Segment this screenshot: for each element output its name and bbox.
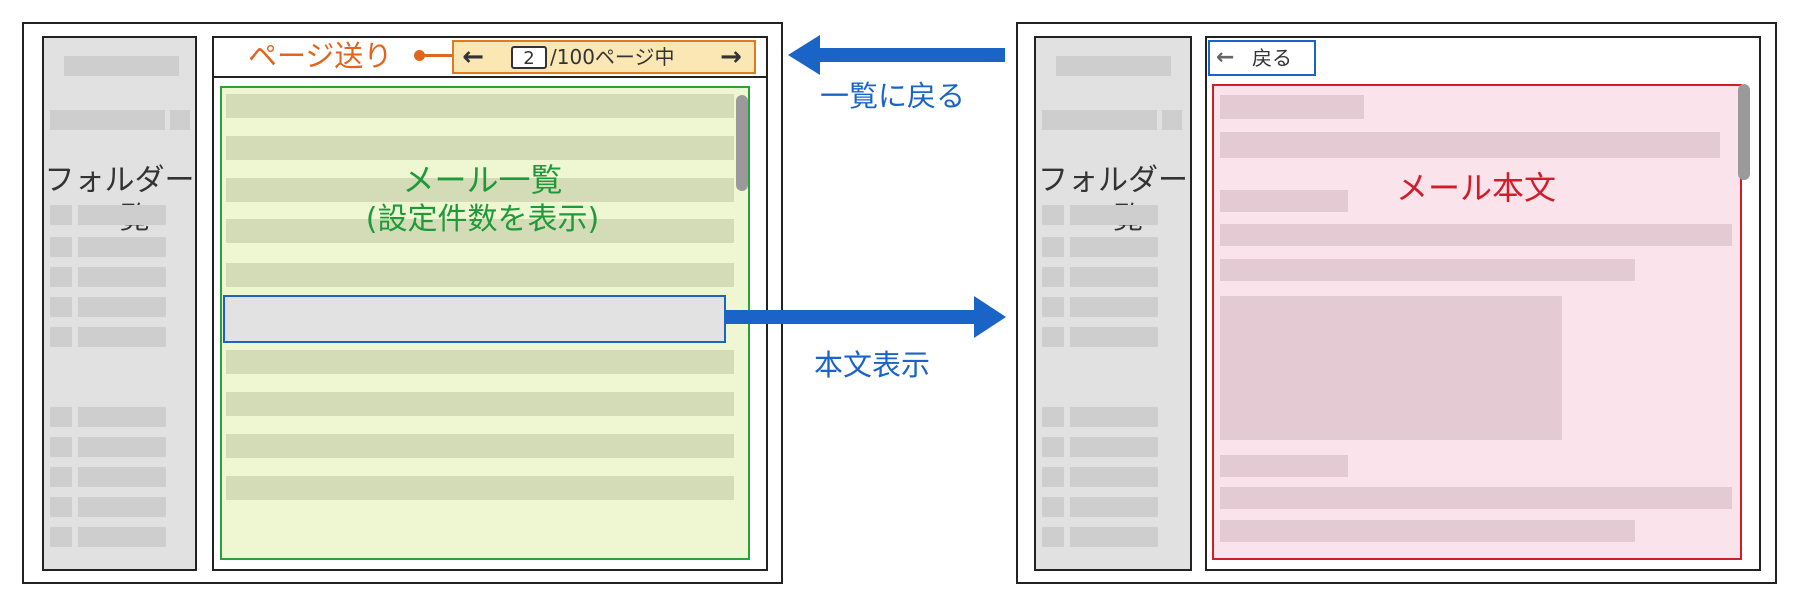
show-body-label: 本文表示 [814,348,931,382]
folder-icon [1042,267,1064,287]
folder-bar [78,327,166,347]
sidebar-bar [50,110,165,130]
folder-bar [1070,297,1158,317]
message-body-label: メール本文 [1396,169,1557,207]
folder-bar [1070,467,1158,487]
pager-page-input[interactable]: 2 [511,46,547,69]
folder-bar [78,205,166,225]
folder-bar [78,267,166,287]
mail-list-row[interactable] [226,178,734,202]
mail-list-row-selected[interactable] [223,295,726,343]
header-divider [212,76,768,78]
folder-bar [1070,527,1158,547]
folder-bar [78,497,166,517]
folder-bar [1070,237,1158,257]
back-arrow-icon: ← [1216,45,1235,70]
folder-icon [1042,205,1064,225]
mail-list-row[interactable] [226,392,734,416]
folder-icon [50,205,72,225]
folder-bar [1070,327,1158,347]
mail-list-row[interactable] [226,434,734,458]
folder-bar [78,467,166,487]
mail-list-label-line1: メール一覧 [402,161,563,199]
sidebar-bar [1042,110,1157,130]
mail-list-row[interactable] [226,350,734,374]
mail-list-row[interactable] [226,219,734,243]
pager-next-button[interactable]: → [720,42,742,72]
folder-bar [78,437,166,457]
mail-list-row[interactable] [226,476,734,500]
folder-icon [1042,437,1064,457]
sidebar-folder-rows [50,205,190,565]
folder-bar [1070,205,1158,225]
back-to-list-label: 一覧に戻る [820,79,966,113]
mail-list-row[interactable] [226,94,734,118]
body-line [1220,224,1732,246]
pager-prev-button[interactable]: ← [462,42,484,72]
mail-list-scrollbar[interactable] [736,95,748,191]
folder-icon [1042,297,1064,317]
body-line [1220,95,1364,119]
body-line [1220,259,1635,281]
message-scrollbar[interactable] [1738,84,1750,180]
folder-icon [50,407,72,427]
folder-bar [78,527,166,547]
folder-icon [1042,467,1064,487]
folder-bar [1070,267,1158,287]
back-button-label: 戻る [1252,46,1292,70]
folder-icon [1042,237,1064,257]
sidebar-bar [1162,110,1182,130]
mail-list-row[interactable] [226,263,734,287]
mail-list-label: メール一覧 (設定件数を表示) [290,160,675,240]
sidebar-folder-rows-right [1042,205,1187,565]
body-image-block [1220,296,1562,440]
back-arrow [788,35,1005,75]
pager-connector [420,54,452,57]
pager-total: /100ページ中 [550,45,675,69]
folder-icon [50,497,72,517]
pager-connector-dot [414,50,425,61]
folder-icon [1042,497,1064,517]
folder-label-line1: フォルダー [1038,163,1188,198]
body-line [1220,487,1732,509]
mail-list-label-line2: (設定件数を表示) [365,202,600,237]
sidebar-bar [1056,56,1171,76]
folder-icon [50,327,72,347]
folder-icon [1042,407,1064,427]
folder-icon [50,467,72,487]
body-line [1220,190,1348,212]
folder-icon [50,527,72,547]
folder-icon [1042,327,1064,347]
folder-icon [1042,527,1064,547]
body-line [1220,132,1720,158]
folder-icon [50,267,72,287]
pager-control [452,40,756,74]
folder-icon [50,297,72,317]
folder-bar [1070,407,1158,427]
folder-label-line1: フォルダー [44,163,195,198]
back-button[interactable]: ← 戻る [1208,40,1316,76]
pager-label: ページ送り [248,39,393,73]
mail-list-row[interactable] [226,136,734,160]
folder-bar [78,237,166,257]
body-line [1220,520,1635,542]
folder-bar [1070,437,1158,457]
show-body-arrow [724,296,1006,338]
folder-icon [50,437,72,457]
folder-icon [50,237,72,257]
sidebar-bar [64,56,179,76]
folder-bar [1070,497,1158,517]
folder-bar [78,407,166,427]
sidebar-bar [170,110,190,130]
folder-bar [78,297,166,317]
body-line [1220,455,1348,477]
